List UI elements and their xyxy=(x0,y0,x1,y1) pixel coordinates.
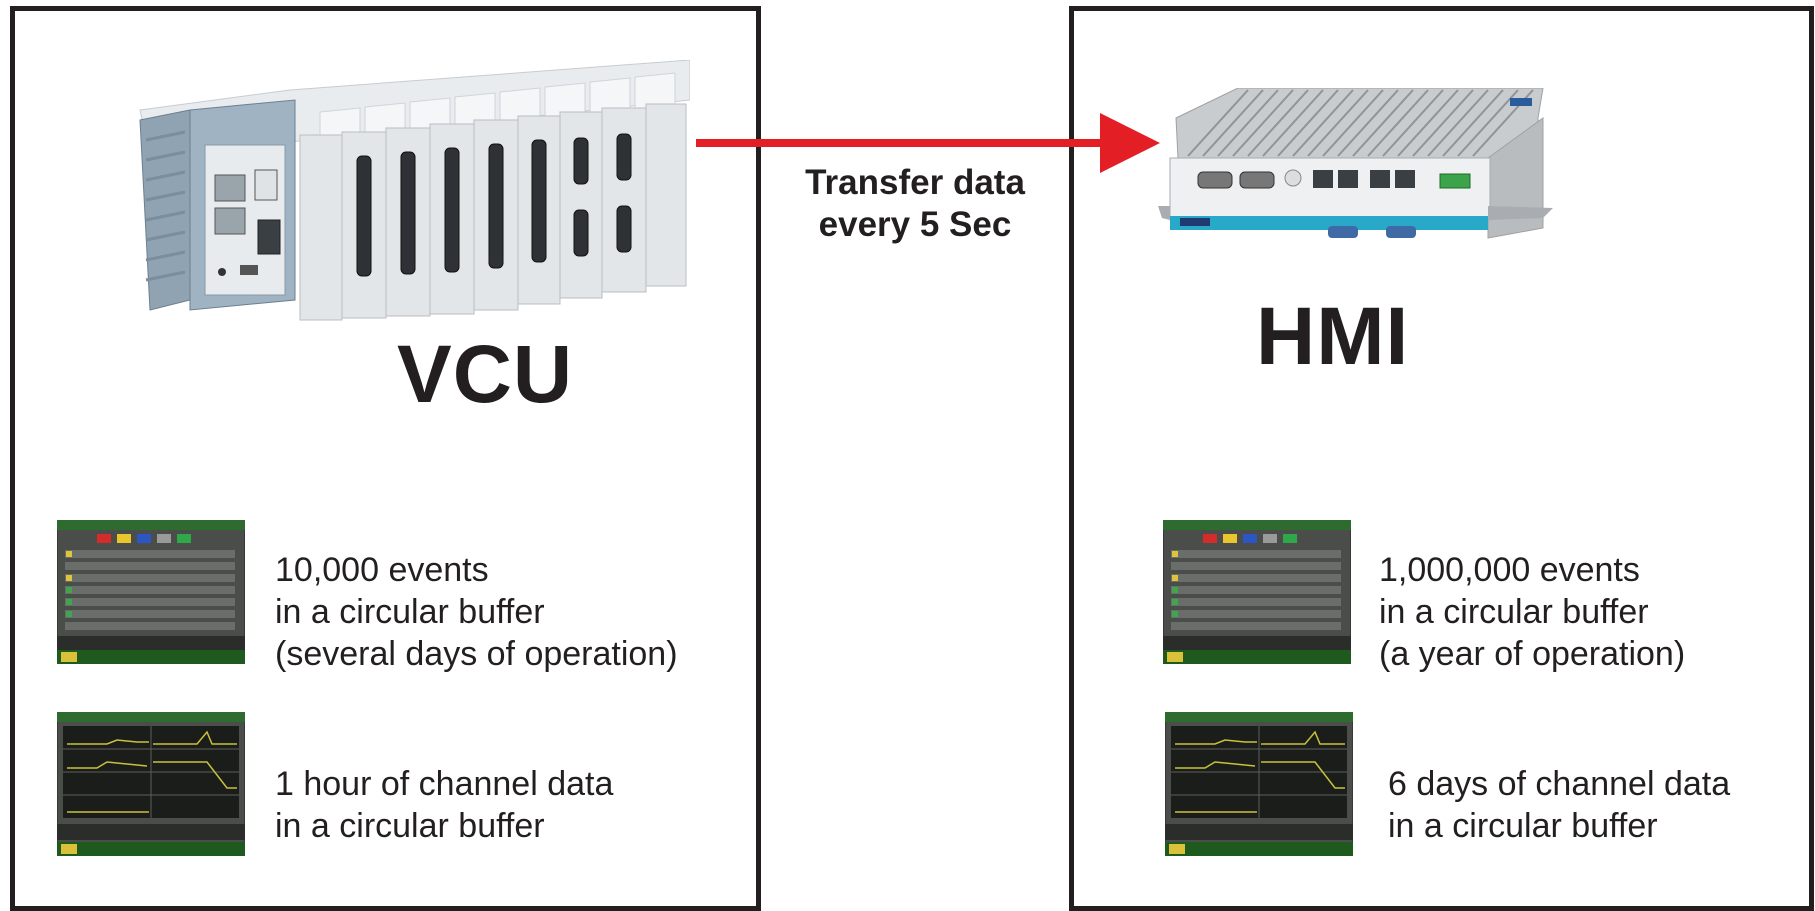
vcu-events-line-1: 10,000 events xyxy=(275,551,489,589)
hmi-events-line-1: 1,000,000 events xyxy=(1379,551,1640,589)
transfer-arrow xyxy=(696,113,1160,173)
channel-chart-screen-icon xyxy=(1165,712,1353,856)
hmi-channels-line-2: in a circular buffer xyxy=(1388,807,1658,845)
vcu-channels-line-2: in a circular buffer xyxy=(275,807,545,845)
vcu-events-line-2: in a circular buffer xyxy=(275,593,545,631)
vcu-channels-line-1: 1 hour of channel data xyxy=(275,765,614,803)
vcu-events-description: 10,000 events in a circular buffer (seve… xyxy=(275,549,678,675)
event-list-screen-icon xyxy=(1163,520,1351,664)
plc-controller-icon xyxy=(139,60,690,321)
transfer-line-2: every 5 Sec xyxy=(818,205,1012,244)
vcu-title: VCU xyxy=(397,329,574,420)
hmi-title: HMI xyxy=(1256,291,1410,382)
industrial-pc-icon xyxy=(1158,88,1553,239)
hmi-events-line-2: in a circular buffer xyxy=(1379,593,1649,631)
channel-chart-screen-icon xyxy=(57,712,245,856)
hmi-channels-line-1: 6 days of channel data xyxy=(1388,765,1731,803)
hmi-channels-description: 6 days of channel data in a circular buf… xyxy=(1388,763,1730,847)
vcu-events-line-3: (several days of operation) xyxy=(275,635,678,673)
event-list-screen-icon xyxy=(57,520,245,664)
transfer-line-1: Transfer data xyxy=(805,163,1025,202)
vcu-channels-description: 1 hour of channel data in a circular buf… xyxy=(275,763,613,847)
transfer-label: Transfer data every 5 Sec xyxy=(775,162,1055,246)
hmi-events-description: 1,000,000 events in a circular buffer (a… xyxy=(1379,549,1685,675)
hmi-events-line-3: (a year of operation) xyxy=(1379,635,1686,673)
